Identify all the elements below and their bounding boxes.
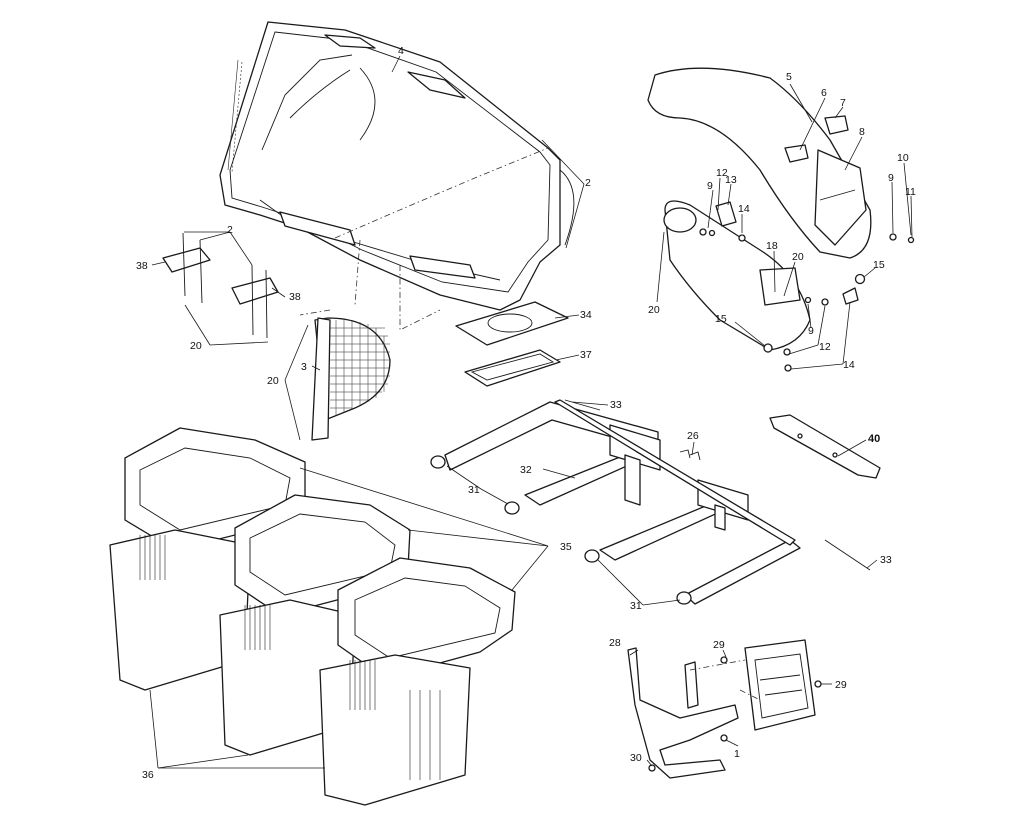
callout-3: 3	[301, 361, 307, 373]
callout-15-right: 15	[873, 259, 885, 271]
callout-35: 35	[560, 541, 572, 553]
callout-12-top: 12	[716, 167, 728, 179]
hinge-bracket-right-part	[231, 277, 279, 305]
bag-top-3-part	[337, 557, 516, 679]
flange-disc-part	[663, 207, 697, 233]
callout-26: 26	[687, 430, 699, 442]
callout-33-right: 33	[880, 554, 892, 566]
collector-top-part	[219, 21, 575, 311]
bag-body-3-part	[319, 654, 471, 806]
callout-31-right: 31	[630, 600, 642, 612]
chute-cap-part	[784, 144, 809, 163]
callout-38-left: 38	[136, 260, 148, 272]
callout-12-bottom: 12	[819, 341, 831, 353]
callout-40: 40	[868, 433, 880, 445]
callout-8: 8	[859, 126, 865, 138]
callout-14-bottom: 14	[843, 359, 855, 371]
callout-38-right: 38	[289, 291, 301, 303]
bolt-part	[720, 656, 728, 664]
callout-9-right: 9	[888, 172, 894, 184]
support-frame-part	[444, 399, 801, 605]
callout-30: 30	[630, 752, 642, 764]
callout-36: 36	[142, 769, 154, 781]
rod-part	[824, 539, 871, 571]
callout-2-chute: 2	[585, 177, 591, 189]
chute-handle-part	[824, 115, 849, 135]
callout-11: 11	[905, 186, 916, 198]
callout-1: 1	[734, 748, 740, 760]
blade-part	[769, 414, 881, 479]
callout-31-left: 31	[468, 484, 480, 496]
callout-15-left: 15	[715, 313, 727, 325]
callout-20-chute-left: 20	[648, 304, 660, 316]
leader-lines	[149, 55, 913, 769]
callout-6: 6	[821, 87, 827, 99]
callout-20-chute-top: 20	[792, 251, 804, 263]
mount-bracket-part	[627, 647, 739, 779]
chute-deflector-part	[814, 149, 867, 246]
gasket-part	[455, 301, 569, 346]
chute-bracket-part	[759, 267, 801, 306]
callout-5: 5	[786, 71, 792, 83]
callout-32: 32	[520, 464, 532, 476]
callout-29-right: 29	[835, 679, 847, 691]
callout-9-bottom: 9	[808, 325, 814, 337]
callout-14-top: 14	[738, 203, 750, 215]
seal-frame-part	[464, 349, 561, 387]
callout-37: 37	[580, 349, 592, 361]
callout-20-hinge: 20	[190, 340, 202, 352]
callout-13: 13	[725, 174, 737, 186]
assembly-lines	[299, 147, 761, 701]
callout-34: 34	[580, 309, 592, 321]
hardware-group	[699, 201, 915, 372]
callout-10: 10	[897, 152, 909, 164]
callout-18: 18	[766, 240, 778, 252]
callout-33-top: 33	[610, 399, 622, 411]
callout-9-top: 9	[707, 180, 713, 192]
callout-28: 28	[609, 637, 621, 649]
clip-part	[679, 449, 701, 461]
screen-part	[311, 317, 391, 441]
callout-2-hinge: 2	[227, 224, 233, 236]
callout-29-top: 29	[713, 639, 725, 651]
callout-7: 7	[840, 97, 846, 109]
callout-20-screen: 20	[267, 375, 279, 387]
callout-4: 4	[398, 45, 404, 57]
callout-labels: 4 2 2 38 38 20 20 3 34 37 33 32 31 31 26…	[136, 45, 916, 781]
hinge-bracket-left-part	[162, 247, 211, 273]
end-cap-part	[430, 455, 446, 469]
mount-plate-part	[744, 639, 816, 731]
